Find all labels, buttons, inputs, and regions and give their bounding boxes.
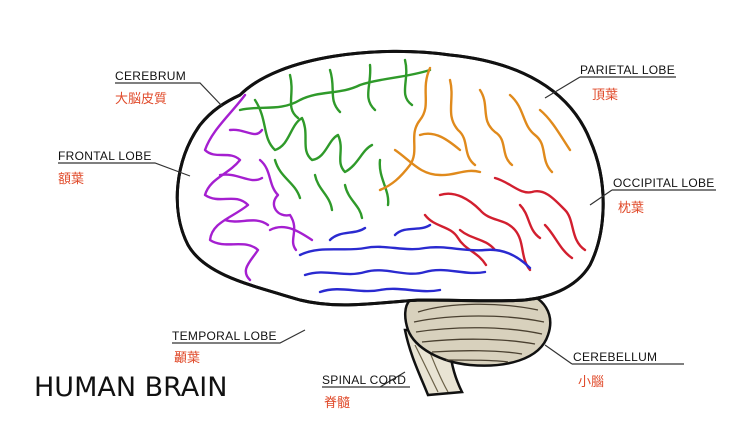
temporal-lobe-label: TEMPORAL LOBE xyxy=(172,329,277,343)
frontal-lobe xyxy=(203,93,314,282)
spinal-cord-label: SPINAL CORD xyxy=(322,373,407,387)
occipital-lobe-label: OCCIPITAL LOBE xyxy=(613,176,715,190)
cerebellum-label: CEREBELLUM xyxy=(573,350,658,364)
frontal-lobe-label: FRONTAL LOBE xyxy=(58,149,152,163)
cerebrum-region xyxy=(238,58,432,220)
cerebellum-label-jp: 小腦 xyxy=(578,375,605,390)
spinal-cord-label-jp: 脊髓 xyxy=(324,396,351,411)
leader-lines xyxy=(58,76,716,388)
occipital-lobe-label-jp: 枕葉 xyxy=(618,201,645,216)
parietal-lobe-label-jp: 頂葉 xyxy=(592,88,619,103)
parietal-lobe-label: PARIETAL LOBE xyxy=(580,63,676,77)
brain-outline-top xyxy=(175,49,605,307)
cerebrum-label-jp: 大脳皮質 xyxy=(115,92,168,107)
temporal-lobe-label-jp: 顳葉 xyxy=(174,351,201,366)
occipital-lobe xyxy=(423,176,587,272)
frontal-lobe-label-jp: 額葉 xyxy=(58,172,85,187)
diagram-title: HUMAN BRAIN xyxy=(34,372,228,403)
cerebrum-label: CEREBRUM xyxy=(115,69,187,83)
temporal-lobe xyxy=(298,223,532,294)
parietal-lobe xyxy=(378,66,572,192)
